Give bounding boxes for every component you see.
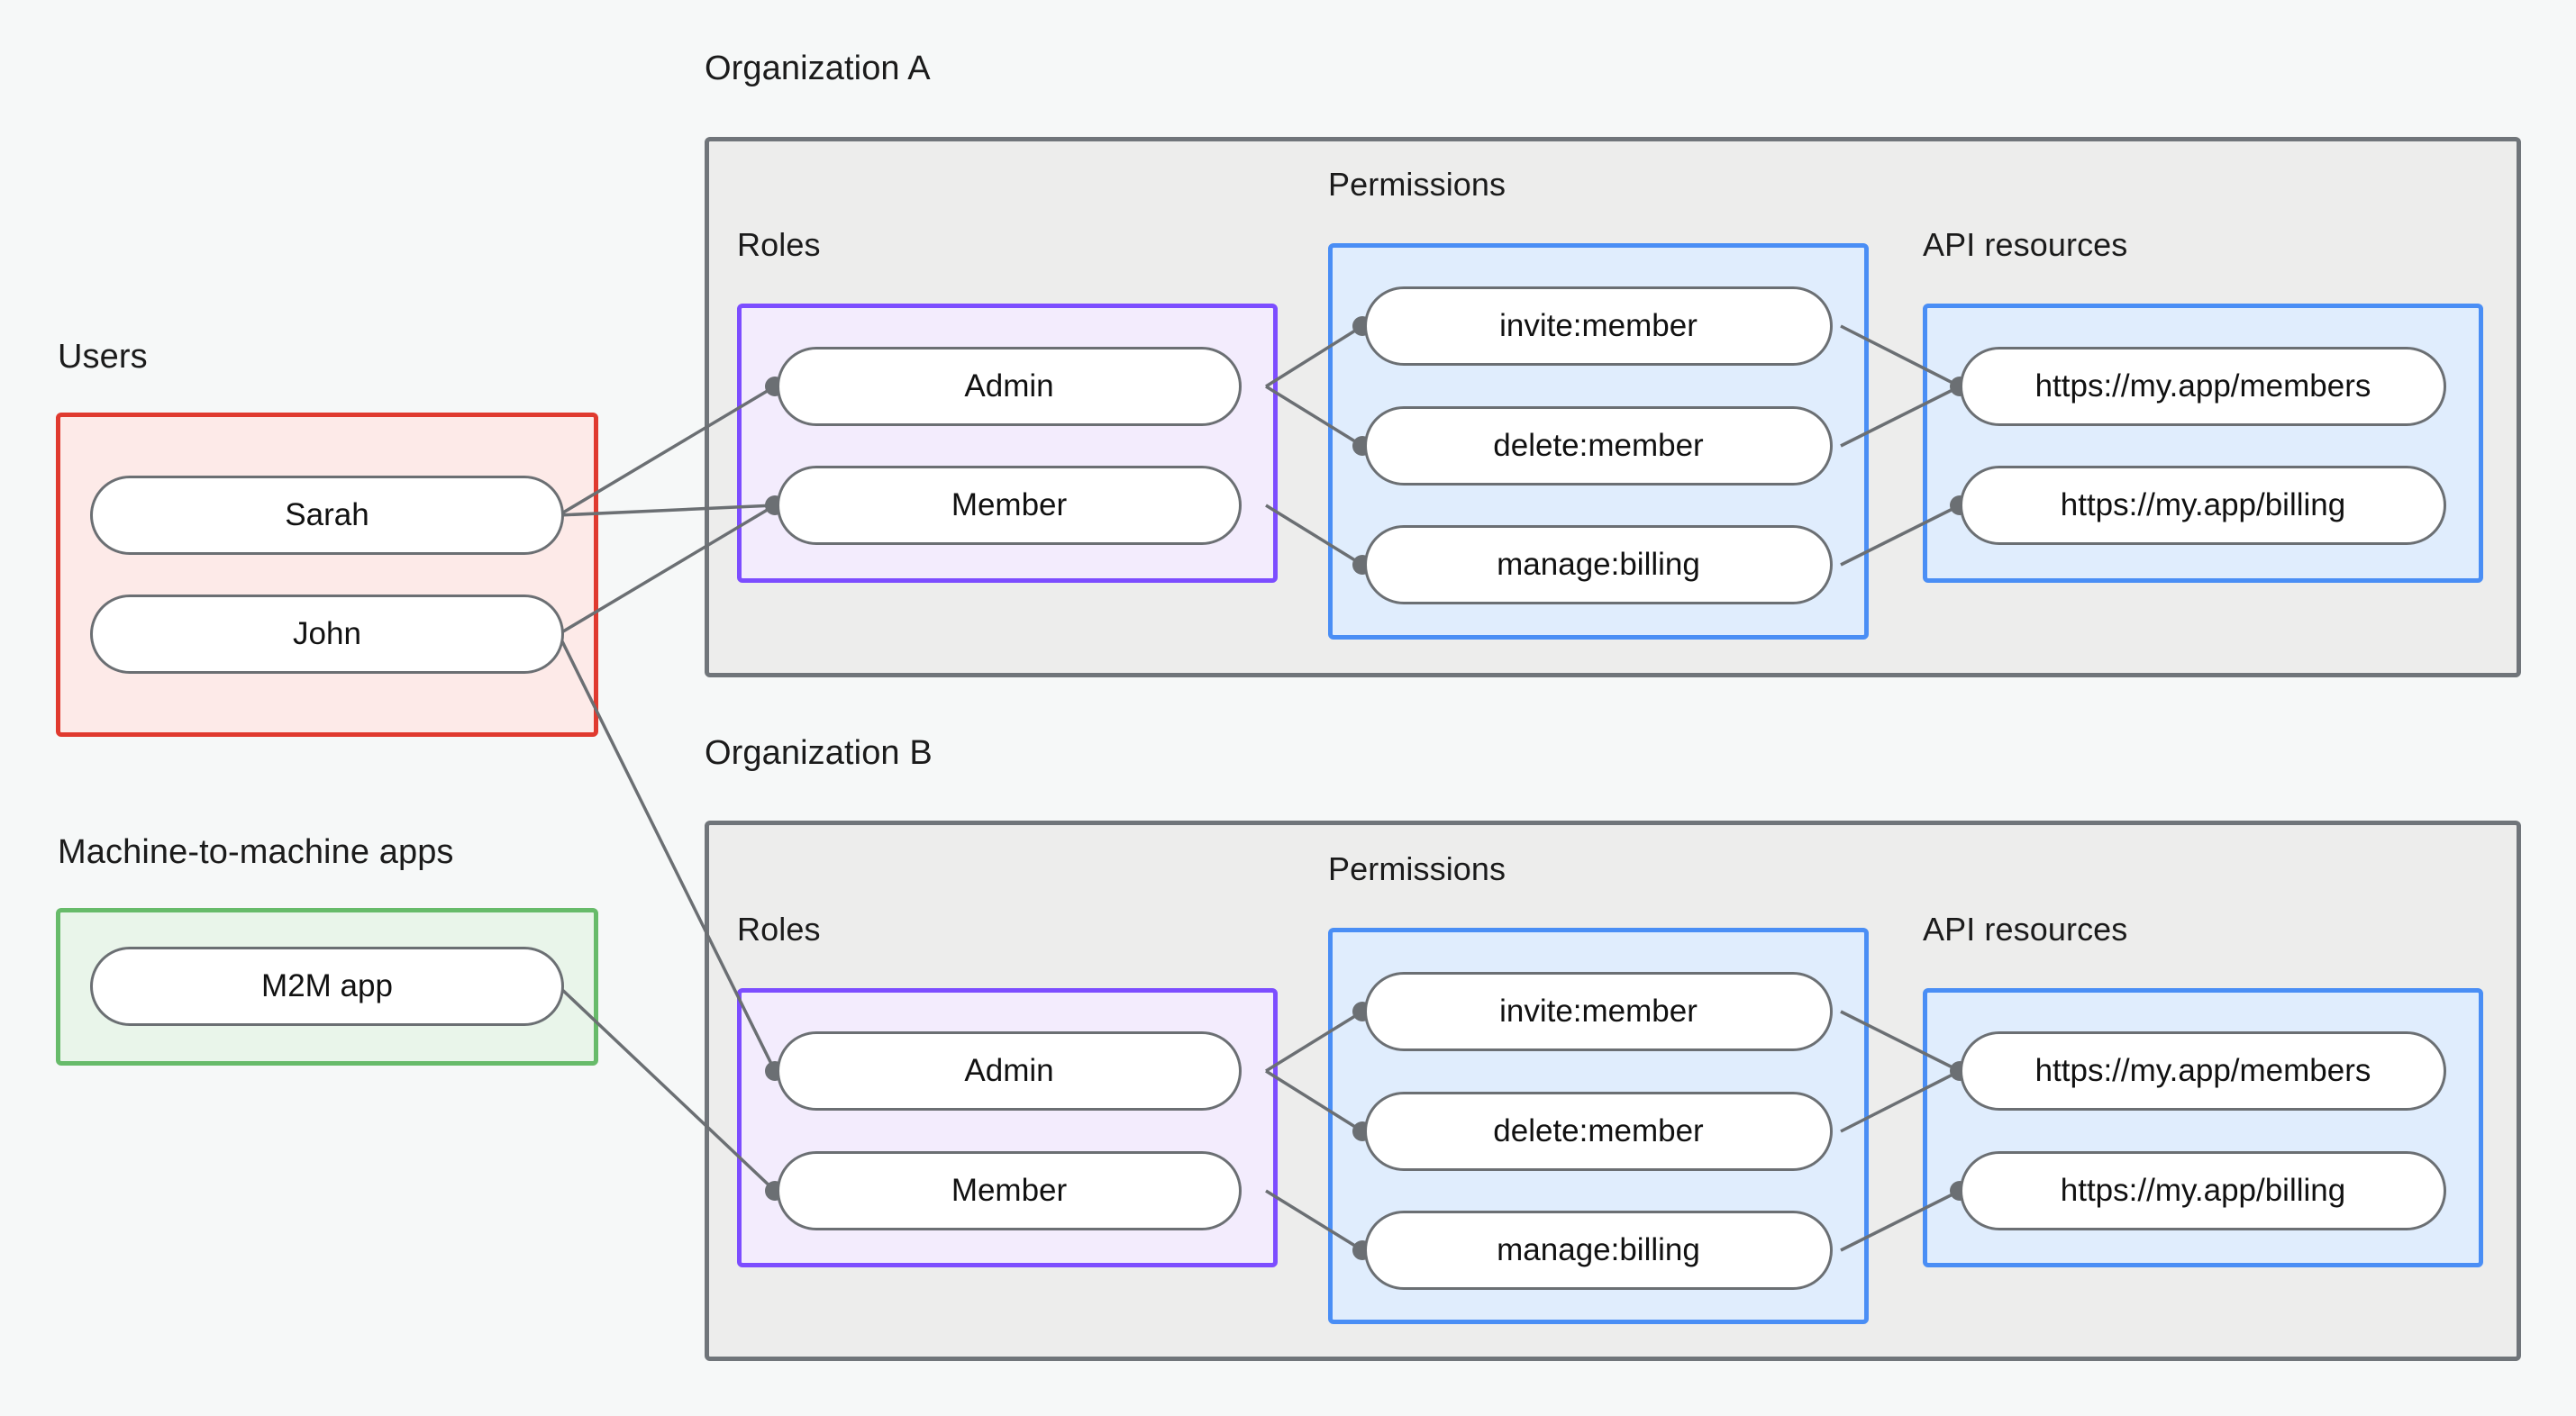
org-b-api-pill-billing[interactable]: https://my.app/billing	[1960, 1151, 2446, 1230]
org-a-permission-pill-manage-billing-label: manage:billing	[1497, 547, 1700, 582]
user-pill-sarah-label: Sarah	[285, 497, 369, 532]
org-a-permission-pill-invite-member-label: invite:member	[1499, 308, 1698, 343]
user-pill-sarah[interactable]: Sarah	[90, 476, 564, 555]
org-a-role-pill-member-label: Member	[951, 487, 1068, 522]
user-pill-john[interactable]: John	[90, 595, 564, 674]
org-a-api-resources-caption: API resources	[1923, 226, 2128, 263]
org-b-role-pill-admin-label: Admin	[964, 1053, 1054, 1088]
org-b-permission-pill-invite-member-label: invite:member	[1499, 994, 1698, 1029]
user-pill-john-label: John	[293, 616, 361, 651]
org-a-roles-caption: Roles	[737, 226, 821, 263]
org-a-permission-pill-delete-member-label: delete:member	[1493, 428, 1704, 463]
m2m-pill-app-label: M2M app	[261, 968, 393, 1003]
org-a-role-pill-admin-label: Admin	[964, 368, 1054, 404]
org-b-permission-pill-delete-member[interactable]: delete:member	[1364, 1092, 1833, 1171]
org-b-api-pill-billing-label: https://my.app/billing	[2060, 1173, 2346, 1208]
org-a-permission-pill-manage-billing[interactable]: manage:billing	[1364, 525, 1833, 604]
org-a-role-pill-admin[interactable]: Admin	[777, 347, 1242, 426]
org-b-api-resources-caption: API resources	[1923, 911, 2128, 948]
org-b-role-pill-member[interactable]: Member	[777, 1151, 1242, 1230]
org-a-api-pill-members[interactable]: https://my.app/members	[1960, 347, 2446, 426]
org-b-caption: Organization B	[705, 734, 933, 772]
m2m-caption: Machine-to-machine apps	[58, 833, 454, 871]
org-a-api-pill-members-label: https://my.app/members	[2034, 368, 2371, 404]
org-b-permissions-caption: Permissions	[1328, 850, 1506, 887]
org-b-permission-pill-invite-member[interactable]: invite:member	[1364, 972, 1833, 1051]
org-a-api-pill-billing-label: https://my.app/billing	[2060, 487, 2346, 522]
org-a-caption: Organization A	[705, 50, 931, 87]
org-b-permission-pill-manage-billing-label: manage:billing	[1497, 1232, 1700, 1267]
org-b-permission-pill-delete-member-label: delete:member	[1493, 1113, 1704, 1148]
org-a-api-pill-billing[interactable]: https://my.app/billing	[1960, 466, 2446, 545]
org-a-permission-pill-invite-member[interactable]: invite:member	[1364, 286, 1833, 366]
org-b-role-pill-admin[interactable]: Admin	[777, 1031, 1242, 1111]
m2m-pill-app[interactable]: M2M app	[90, 947, 564, 1026]
org-b-role-pill-member-label: Member	[951, 1173, 1068, 1208]
org-b-api-pill-members-label: https://my.app/members	[2034, 1053, 2371, 1088]
org-b-api-pill-members[interactable]: https://my.app/members	[1960, 1031, 2446, 1111]
org-a-role-pill-member[interactable]: Member	[777, 466, 1242, 545]
org-a-permission-pill-delete-member[interactable]: delete:member	[1364, 406, 1833, 486]
org-b-roles-caption: Roles	[737, 911, 821, 948]
org-a-permissions-caption: Permissions	[1328, 166, 1506, 203]
users-caption: Users	[58, 338, 148, 376]
org-b-permission-pill-manage-billing[interactable]: manage:billing	[1364, 1211, 1833, 1290]
users-box	[56, 413, 598, 737]
